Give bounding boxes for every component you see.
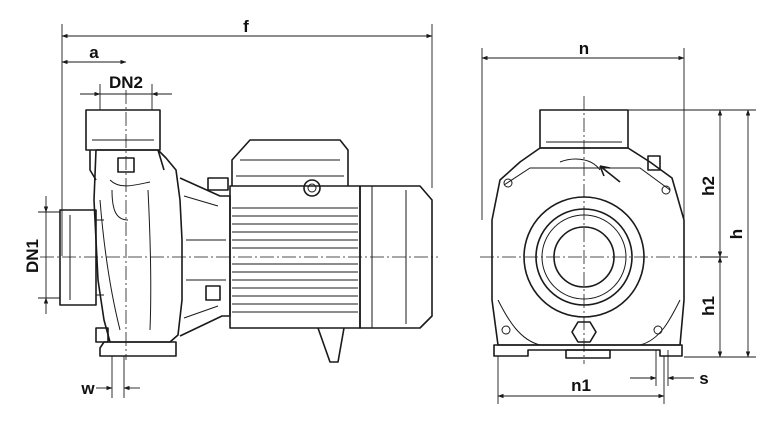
label-f: f [243,17,249,36]
pump-casing-outline [93,149,183,343]
bolt-hole-bottom-right [653,325,663,335]
front-body-outline [491,147,685,346]
label-s: s [699,369,708,388]
bolt-hole-top-left [503,178,513,188]
hex-drain-plug [571,321,597,343]
label-h2: h2 [699,176,718,196]
label-w: w [80,379,95,398]
pump-side-view [40,90,438,363]
motor-foot [317,327,345,363]
label-a: a [89,43,99,62]
drain-plug [95,327,109,343]
bolt-hole-top-right [661,185,671,195]
front-priming-plug [647,155,661,171]
pump-foot [99,341,177,357]
front-base-drain [565,349,611,359]
cable-gland [303,179,321,197]
bracket-bolt-top [207,177,229,191]
discharge-neck-lower [89,149,165,181]
front-base [493,344,683,357]
front-dimensions [481,48,756,404]
label-h1: h1 [699,296,718,316]
fan-cover [359,185,433,329]
pump-front-view [480,96,700,364]
flow-direction-arrow [599,165,621,183]
terminal-box [231,139,349,186]
bolt-hole-bottom-left [501,325,511,335]
label-h: h [727,229,746,239]
label-n: n [579,39,589,58]
suction-nozzle [59,209,97,306]
bracket-bolt [205,285,221,301]
motor-cooling-fins [232,207,358,313]
label-dn1: DN1 [23,239,42,273]
label-dn2: DN2 [109,73,143,92]
discharge-neck [85,109,161,151]
side-dimensions [38,24,433,398]
label-n1: n1 [571,376,591,395]
